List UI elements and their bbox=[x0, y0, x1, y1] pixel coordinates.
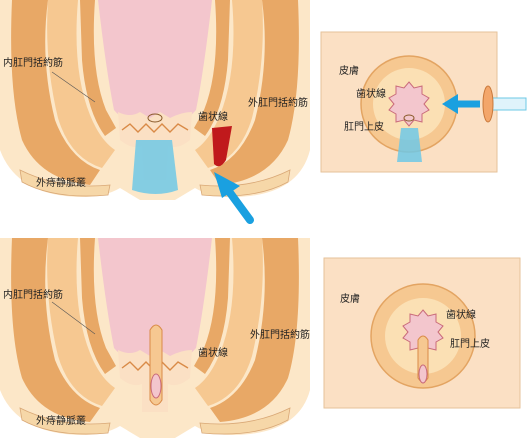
bottom-inset-orifice bbox=[418, 364, 428, 384]
top-dentate-line-marker bbox=[212, 126, 232, 167]
arrow-icon bbox=[214, 172, 254, 224]
top-external-sphincter-left bbox=[11, 0, 100, 185]
bottom-external-sphincter-left bbox=[11, 238, 100, 422]
top-leader-line bbox=[51, 71, 96, 103]
bottom-label-dentate-line: 歯状線 bbox=[198, 346, 228, 359]
bottom-label-internal-sphincter: 内肛門括約筋 bbox=[3, 288, 63, 301]
top-label-internal-sphincter: 内肛門括約筋 bbox=[3, 56, 63, 69]
top-inset-probe bbox=[482, 85, 527, 123]
bottom-rectum bbox=[98, 238, 212, 364]
top-internal-sphincter-right bbox=[195, 0, 263, 168]
bottom-label-venous-plexus: 外痔静脈叢 bbox=[36, 414, 86, 427]
anoscope-icon bbox=[132, 113, 178, 194]
top-muscle-stripe-right bbox=[194, 0, 230, 136]
top-inset: 皮膚 歯状線 肛門上皮 bbox=[320, 31, 527, 173]
top-inset-label-epithelium: 肛門上皮 bbox=[344, 120, 384, 133]
top-dentate-line-canal bbox=[121, 123, 189, 133]
top-external-venous-plexus bbox=[19, 169, 111, 197]
top-inset-arrow-icon bbox=[442, 94, 480, 114]
bottom-inset-label-skin: 皮膚 bbox=[340, 292, 360, 305]
bottom-muscle-stripe-left bbox=[80, 238, 116, 374]
bottom-leader-line bbox=[51, 301, 96, 335]
bottom-internal-sphincter-left bbox=[47, 238, 115, 406]
bottom-inset-label-dentate: 歯状線 bbox=[446, 308, 476, 321]
bottom-cross-section: 内肛門括約筋 外肛門括約筋 歯状線 外痔静脈叢 bbox=[0, 238, 310, 438]
bottom-external-sphincter-right bbox=[210, 238, 299, 422]
bottom-label-external-sphincter: 外肛門括約筋 bbox=[250, 328, 310, 341]
bottom-inset-label-epithelium: 肛門上皮 bbox=[450, 337, 490, 350]
top-cross-section: 内肛門括約筋 外肛門括約筋 歯状線 外痔静脈叢 bbox=[0, 0, 310, 200]
bottom-inset: 皮膚 歯状線 肛門上皮 bbox=[323, 257, 521, 409]
top-label-external-sphincter: 外肛門括約筋 bbox=[248, 96, 308, 109]
top-external-sphincter-right bbox=[210, 0, 299, 185]
top-rectum bbox=[98, 0, 212, 126]
bottom-anal-orifice bbox=[150, 373, 162, 399]
top-muscle-stripe-left bbox=[80, 0, 116, 136]
top-label-dentate-line: 歯状線 bbox=[198, 110, 228, 123]
top-inset-anoscope bbox=[397, 114, 422, 162]
top-label-venous-plexus: 外痔静脈叢 bbox=[36, 176, 86, 189]
top-inset-dentate-line bbox=[388, 81, 430, 127]
bottom-external-venous-plexus bbox=[19, 407, 111, 435]
bottom-internal-sphincter-right bbox=[195, 238, 263, 406]
top-internal-sphincter-left bbox=[47, 0, 115, 168]
top-inset-label-skin: 皮膚 bbox=[339, 64, 359, 77]
top-inset-label-dentate: 歯状線 bbox=[356, 87, 386, 100]
bottom-external-venous-plexus-right bbox=[199, 407, 291, 435]
bottom-muscle-stripe-right bbox=[194, 238, 230, 374]
